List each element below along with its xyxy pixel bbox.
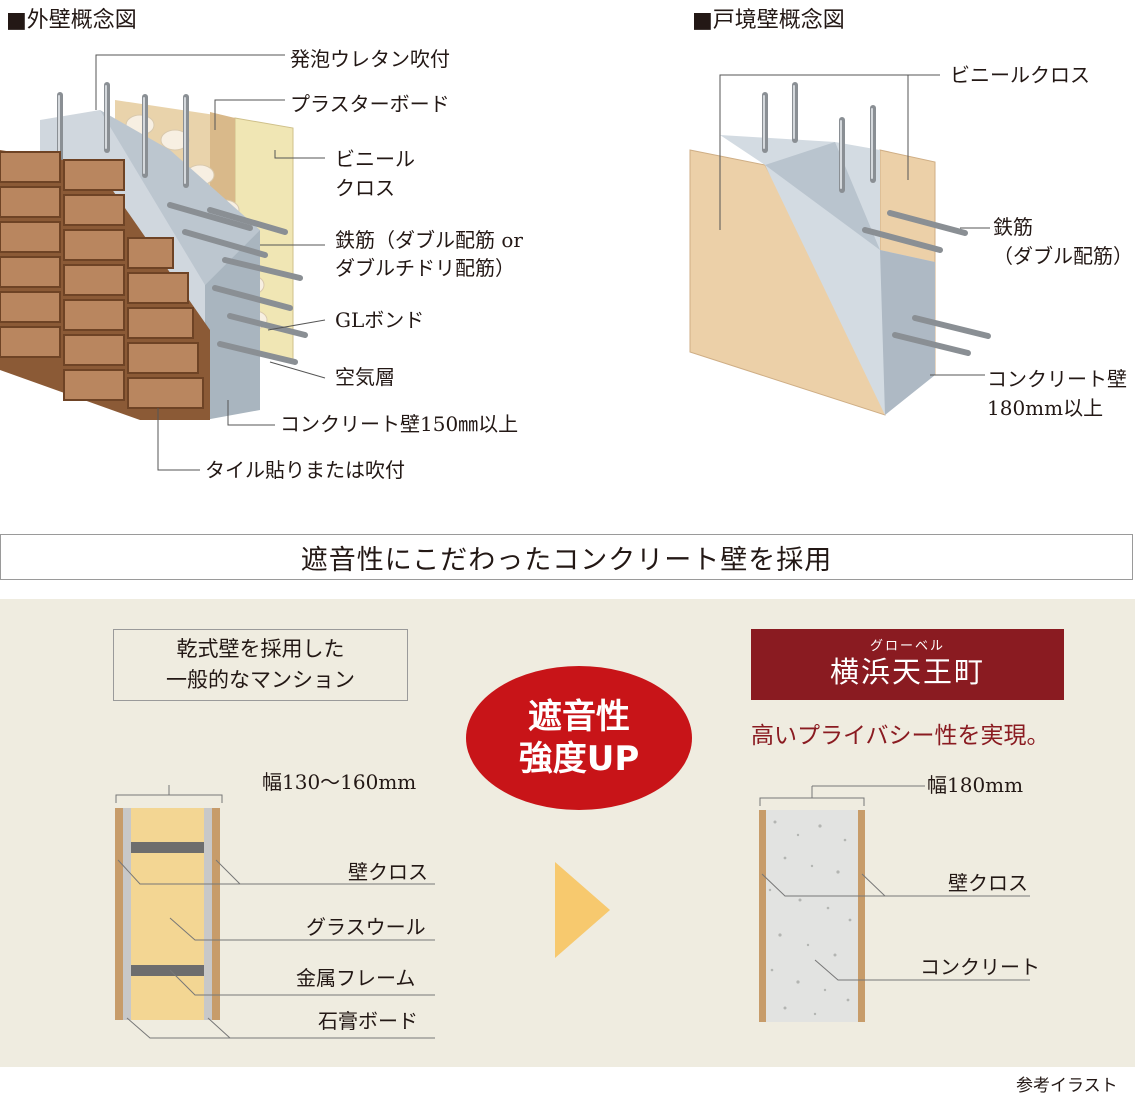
dry-wall-width: 幅130～160mm — [262, 770, 417, 794]
badge-line2: 強度UP — [518, 739, 640, 779]
exterior-wall-illustration — [0, 54, 326, 471]
exterior-wall-title: ■外壁概念図 — [6, 8, 137, 33]
label-air-layer: 空気層 — [335, 365, 395, 389]
brand-ruby: グローベル — [869, 639, 945, 655]
label-concrete-180: 180mm以上 — [987, 396, 1104, 420]
dry-wall-cross-section — [115, 785, 435, 1039]
dry-label-metal-frame: 金属フレーム — [296, 966, 416, 990]
label-double-rebar: （ダブル配筋） — [993, 244, 1133, 268]
dry-label-glass-wool: グラスウール — [306, 915, 426, 939]
party-wall-title: ■戸境壁概念図 — [692, 8, 845, 33]
dry-label-gypsum-board: 石膏ボード — [318, 1009, 418, 1033]
dry-wall-title-box: 乾式壁を採用した 一般的なマンション — [113, 629, 408, 701]
label-tile: タイル貼りまたは吹付 — [205, 458, 405, 482]
label-gl-bond: GLボンド — [335, 308, 425, 332]
concrete-wall-cross-section — [759, 785, 1030, 1022]
reference-illustration-note: 参考イラスト — [1016, 1076, 1118, 1096]
concrete-wall-width: 幅180mm — [927, 773, 1024, 797]
label-concrete-wall: コンクリート壁 — [987, 367, 1127, 391]
concrete-label-concrete: コンクリート — [920, 955, 1040, 979]
dry-wall-title-line1: 乾式壁を採用した — [176, 636, 345, 661]
brand-name: 横浜天王町 — [829, 654, 985, 689]
dry-wall-title-line2: 一般的なマンション — [166, 668, 355, 692]
headline-banner: 遮音性にこだわったコンクリート壁を採用 — [0, 534, 1133, 580]
arrow-right-icon — [555, 862, 610, 958]
dry-label-wall-cloth: 壁クロス — [348, 860, 428, 884]
label-rebar-line2: ダブルチドリ配筋） — [335, 256, 515, 280]
label-plasterboard: プラスターボード — [290, 92, 450, 116]
label-rebar-line1: 鉄筋（ダブル配筋 or — [335, 228, 523, 252]
label-urethane-foam: 発泡ウレタン吹付 — [290, 47, 450, 71]
label-vinyl-cloth-line1: ビニール — [335, 147, 415, 171]
label-vinyl-cloth-line2: クロス — [335, 176, 395, 200]
label-vinyl-cloth: ビニールクロス — [950, 63, 1090, 87]
privacy-tagline: 高いプライバシー性を実現。 — [751, 723, 1050, 749]
sound-insulation-badge: 遮音性 強度UP — [466, 666, 692, 810]
badge-line1: 遮音性 — [528, 696, 630, 737]
brand-box: グローベル 横浜天王町 — [751, 629, 1064, 700]
label-concrete-150: コンクリート壁150㎜以上 — [280, 412, 519, 436]
label-rebar: 鉄筋 — [993, 215, 1033, 239]
concrete-label-wall-cloth: 壁クロス — [948, 871, 1028, 895]
party-wall-illustration — [689, 74, 991, 416]
